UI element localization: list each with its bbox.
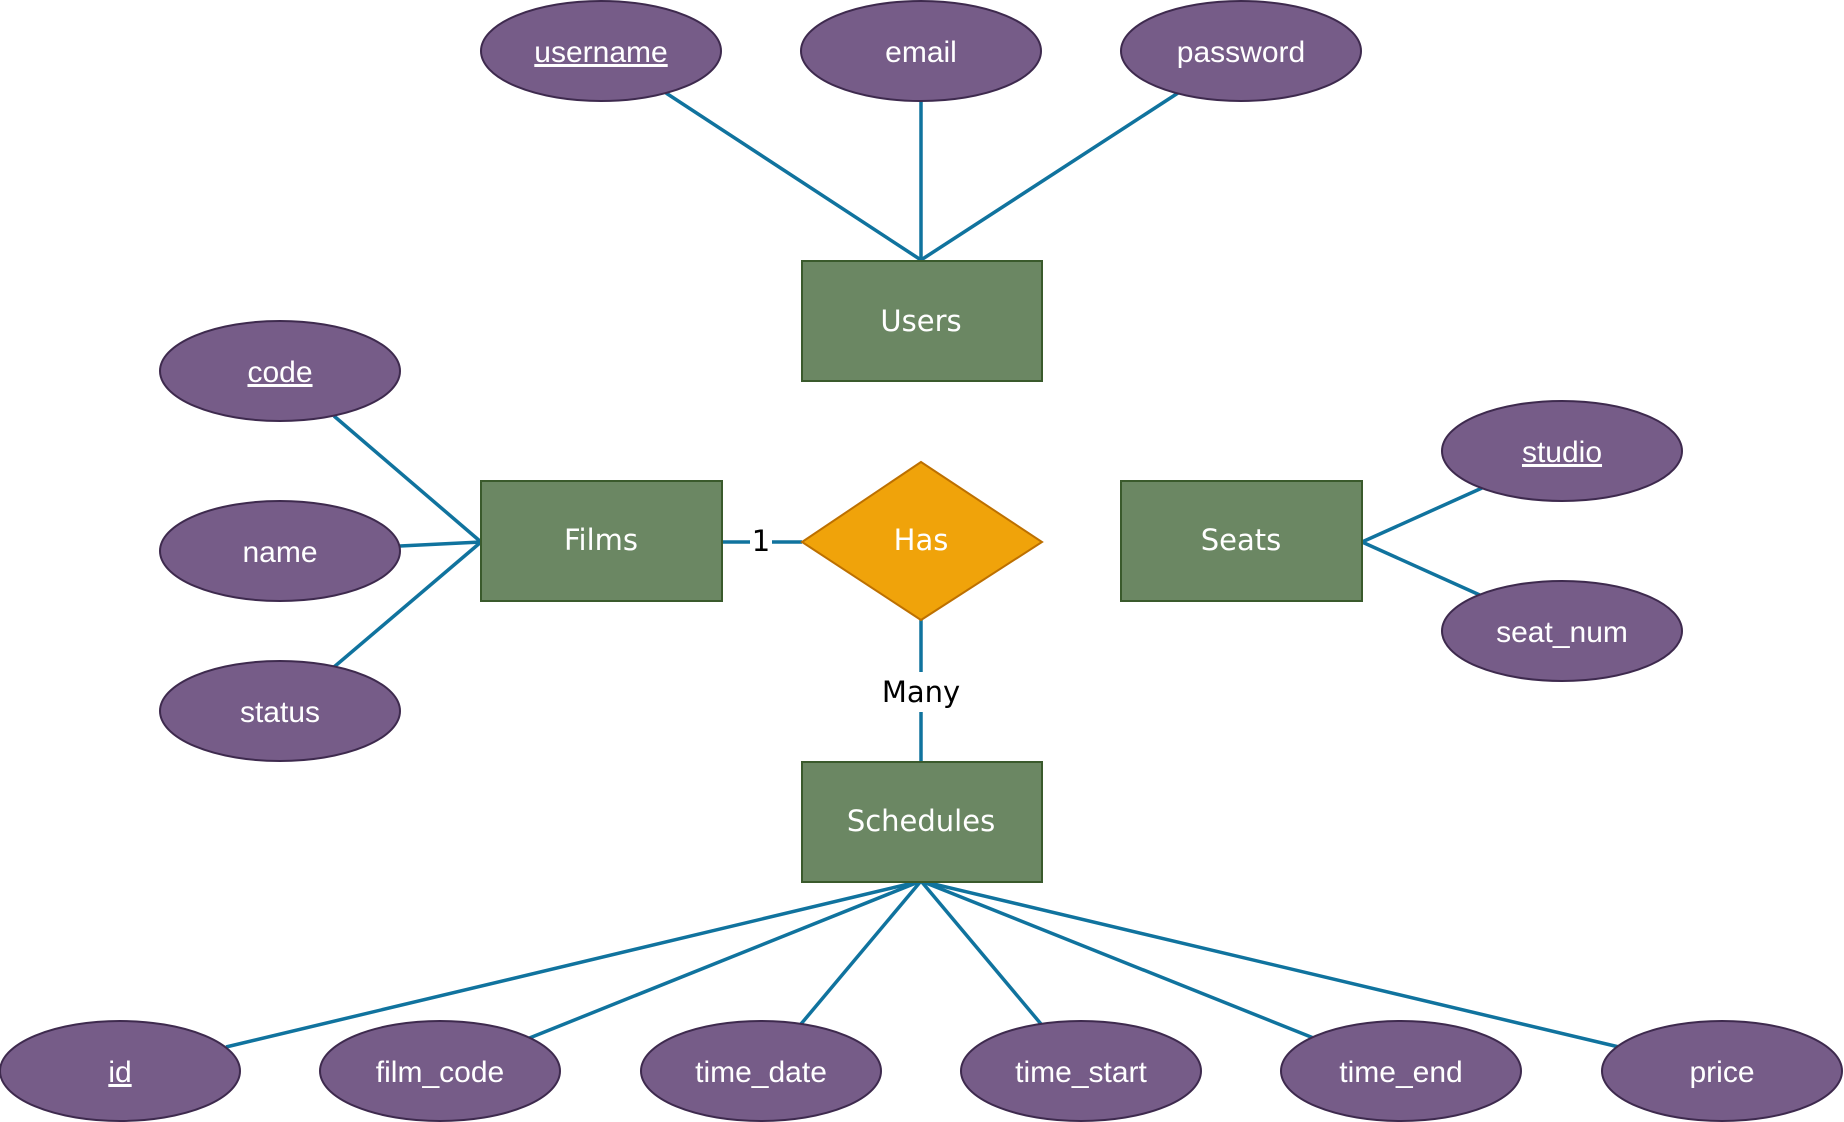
attribute-film-code[interactable]: film_code bbox=[319, 1020, 561, 1122]
attribute-film-code-label: film_code bbox=[376, 1056, 504, 1089]
cardinality-one-bg bbox=[750, 526, 772, 558]
cardinality-many-bg bbox=[878, 672, 964, 712]
attribute-price[interactable]: price bbox=[1601, 1020, 1843, 1122]
attribute-time-end-label: time_end bbox=[1339, 1056, 1462, 1089]
line-users-password bbox=[920, 91, 1179, 262]
line-schedules-filmcode bbox=[526, 879, 922, 1041]
attribute-status[interactable]: status bbox=[159, 660, 401, 762]
line-seats-studio bbox=[1361, 486, 1483, 544]
line-films-code bbox=[332, 414, 483, 544]
line-seats-seatnum bbox=[1361, 540, 1483, 598]
entity-schedules[interactable]: Schedules bbox=[801, 761, 1043, 883]
attribute-seat-num[interactable]: seat_num bbox=[1441, 580, 1683, 682]
attribute-password[interactable]: password bbox=[1120, 0, 1362, 102]
attribute-price-label: price bbox=[1689, 1056, 1754, 1089]
entity-films[interactable]: Films bbox=[480, 480, 723, 602]
attribute-code-label: code bbox=[247, 356, 312, 389]
attribute-studio[interactable]: studio bbox=[1441, 400, 1683, 502]
attribute-status-label: status bbox=[240, 696, 320, 729]
line-schedules-id bbox=[225, 879, 922, 1049]
attribute-time-date[interactable]: time_date bbox=[640, 1020, 882, 1122]
line-schedules-timeend bbox=[920, 879, 1317, 1041]
line-schedules-timestart bbox=[919, 879, 1043, 1026]
line-schedules-timedate bbox=[799, 879, 923, 1026]
attribute-email-label: email bbox=[885, 36, 957, 69]
relationship-has-label: Has bbox=[894, 523, 949, 557]
attribute-password-label: password bbox=[1177, 36, 1305, 69]
attribute-name[interactable]: name bbox=[159, 500, 401, 602]
line-schedules-price bbox=[920, 879, 1620, 1049]
attribute-time-start[interactable]: time_start bbox=[960, 1020, 1202, 1122]
attribute-studio-label: studio bbox=[1522, 436, 1602, 469]
attribute-seat-num-label: seat_num bbox=[1496, 616, 1628, 649]
attribute-time-date-label: time_date bbox=[695, 1056, 827, 1089]
attribute-id-label: id bbox=[108, 1056, 131, 1089]
line-users-username bbox=[665, 91, 922, 262]
entity-users-label: Users bbox=[880, 304, 961, 338]
attribute-time-end[interactable]: time_end bbox=[1280, 1020, 1522, 1122]
entity-films-label: Films bbox=[564, 523, 638, 557]
entity-users[interactable]: Users bbox=[801, 260, 1043, 382]
attribute-username-label: username bbox=[534, 36, 667, 69]
connector-lines bbox=[225, 91, 1620, 1049]
attribute-email[interactable]: email bbox=[800, 0, 1042, 102]
attribute-time-start-label: time_start bbox=[1015, 1056, 1147, 1089]
line-films-name bbox=[399, 540, 482, 548]
cardinality-one-label: 1 bbox=[752, 524, 770, 558]
attribute-username[interactable]: username bbox=[480, 0, 722, 102]
relationship-has[interactable]: Has bbox=[800, 460, 1044, 622]
attribute-name-label: name bbox=[242, 536, 317, 569]
entity-seats-label: Seats bbox=[1201, 523, 1282, 557]
cardinality-many-label: Many bbox=[882, 675, 960, 709]
line-films-status bbox=[332, 540, 483, 669]
entity-schedules-label: Schedules bbox=[847, 804, 995, 838]
attribute-code[interactable]: code bbox=[159, 320, 401, 422]
entity-seats[interactable]: Seats bbox=[1120, 480, 1363, 602]
attribute-id[interactable]: id bbox=[0, 1020, 241, 1122]
